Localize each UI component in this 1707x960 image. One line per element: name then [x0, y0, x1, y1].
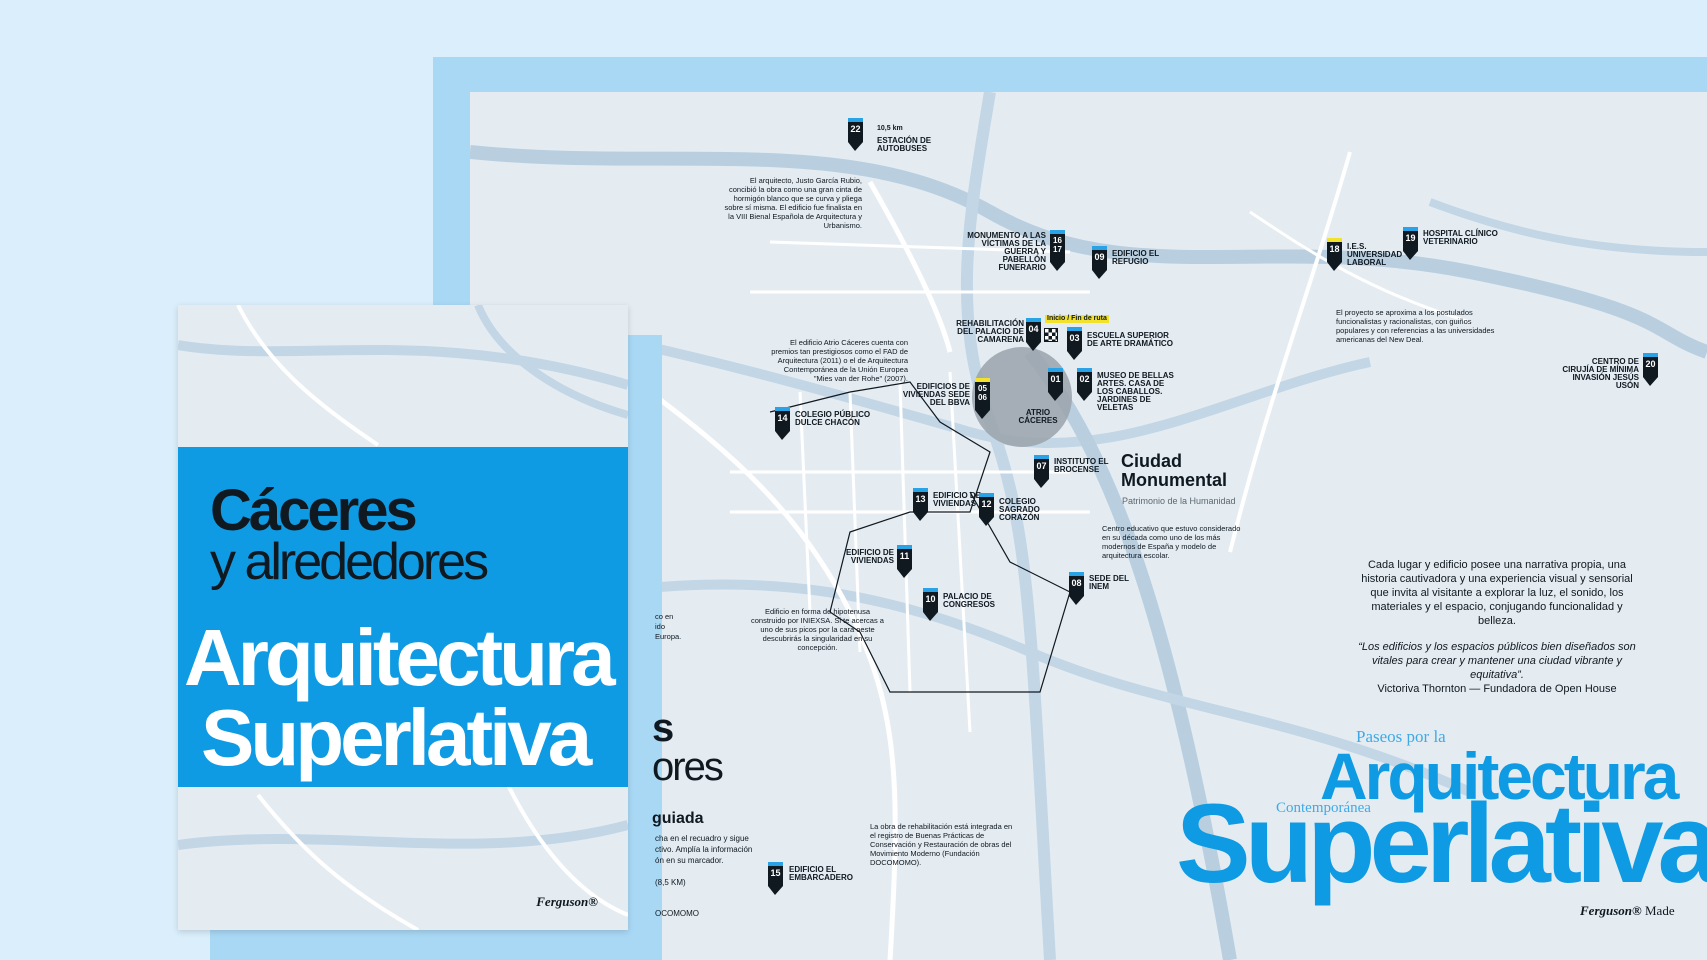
- note-atrio: El edificio Atrio Cáceres cuenta con pre…: [771, 338, 908, 383]
- brand-suffix: Made: [1644, 903, 1675, 918]
- map-pin-16-17[interactable]: 16 17: [1050, 230, 1065, 271]
- pin-number: 05 06: [975, 382, 990, 410]
- pin-number: 02: [1077, 372, 1092, 392]
- poster-tagline: Cada lugar y edificio posee una narrativ…: [1361, 559, 1633, 627]
- pin-label-14: COLEGIO PÚBLICO DULCE CHACÓN: [795, 410, 871, 427]
- cover-title-band: Cáceres y alrededores Arquitectura Super…: [178, 447, 628, 787]
- partial-text: ón en su marcador.: [655, 856, 724, 865]
- partial-text: ido: [655, 622, 666, 631]
- pin-number: 18: [1327, 242, 1342, 262]
- poster-contemporanea: Contemporánea: [1276, 800, 1371, 816]
- cover-title-line2: Superlativa: [201, 693, 592, 782]
- map-pin-07[interactable]: 07: [1034, 455, 1049, 488]
- map-pin-08[interactable]: 08: [1069, 572, 1084, 605]
- note-universidad: El proyecto se aproxima a los postulados…: [1336, 308, 1495, 344]
- pin-number: 08: [1069, 576, 1084, 596]
- map-pin-22[interactable]: 22: [848, 118, 863, 151]
- partial-text: Europa.: [655, 632, 682, 641]
- pin-label-05-06: EDIFICIOS DE VIVIENDAS SEDE DEL BBVA: [902, 382, 970, 407]
- pin-label-12: COLEGIO SAGRADO CORAZÓN: [999, 497, 1040, 522]
- ciudad-monumental-subtitle: Patrimonio de la Humanidad: [1122, 496, 1236, 506]
- pin-number: 03: [1067, 331, 1082, 351]
- cover-brand: Ferguson®: [536, 894, 598, 909]
- pin-number: 20: [1643, 357, 1658, 377]
- poster-quote: “Los edificios y los espacios públicos b…: [1358, 641, 1636, 681]
- poster-title-line1: Arquitectura: [1320, 739, 1679, 813]
- partial-text: (8,5 KM): [655, 878, 686, 887]
- pin-number: 09: [1092, 250, 1107, 270]
- map-pin-01[interactable]: 01: [1048, 368, 1063, 401]
- partial-text: ores: [652, 745, 724, 789]
- map-pin-05-06[interactable]: 05 06: [975, 378, 990, 419]
- distance-label: 10,5 km: [877, 125, 903, 132]
- pin-label-20: CENTRO DE CIRUJÍA DE MÍNIMA INVASIÓN JES…: [1562, 357, 1639, 390]
- map-pin-12[interactable]: 12: [979, 493, 994, 526]
- cover-title-line1: Arquitectura: [184, 613, 616, 702]
- pin-number: 15: [768, 866, 783, 886]
- route-start-label: Inicio / Fin de ruta: [1045, 315, 1109, 323]
- pin-label-04: REHABILITACIÓN DEL PALACIO DE CAMARENA: [956, 319, 1024, 344]
- partial-text: OCOMOMO: [655, 909, 699, 918]
- poster-brand: Ferguson® Made: [1580, 903, 1675, 919]
- map-pin-04[interactable]: 04: [1026, 318, 1041, 351]
- pin-label-02: MUSEO DE BELLAS ARTES. CASA DE LOS CABAL…: [1097, 371, 1174, 412]
- pin-label-01: ATRIO CÁCERES: [1018, 408, 1058, 425]
- pin-label-16-17: MONUMENTO A LAS VÍCTIMAS DE LA GUERRA Y …: [967, 231, 1046, 272]
- map-pin-18[interactable]: 18: [1327, 238, 1342, 271]
- note-brocense: Centro educativo que estuvo considerado …: [1102, 524, 1241, 560]
- ciudad-monumental-title: Ciudad Monumental: [1121, 451, 1227, 490]
- poster-title-line2: Superlativa: [1176, 781, 1707, 906]
- map-pin-02[interactable]: 02: [1077, 368, 1092, 401]
- map-pin-13[interactable]: 13: [913, 488, 928, 521]
- note-garcia-rubio: El arquitecto, Justo García Rubio, conci…: [724, 176, 862, 230]
- guide-cover[interactable]: Cáceres y alrededores Arquitectura Super…: [178, 305, 628, 930]
- note-embarcadero: La obra de rehabilitación está integrada…: [870, 822, 1013, 867]
- finish-flag-icon: [1044, 328, 1058, 342]
- note-congresos: Edificio en forma de hipotenusa construi…: [751, 607, 884, 652]
- pin-label-10: PALACIO DE CONGRESOS: [943, 592, 996, 609]
- pin-number: 10: [923, 592, 938, 612]
- brand-name: Ferguson®: [1580, 903, 1642, 918]
- partial-text: guiada: [652, 810, 704, 827]
- quote-author: Victoriva Thornton — Fundadora de Open H…: [1377, 683, 1617, 695]
- partial-text: cha en el recuadro y sigue: [655, 834, 749, 843]
- pin-label-19: HOSPITAL CLÍNICO VETERINARIO: [1423, 229, 1498, 246]
- cover-city: Cáceres: [210, 478, 418, 543]
- partial-text: co en: [655, 612, 674, 621]
- map-pin-14[interactable]: 14: [775, 407, 790, 440]
- road-network: [470, 92, 1707, 960]
- map-pin-20[interactable]: 20: [1643, 353, 1658, 386]
- partial-text: ctivo. Amplía la información: [655, 845, 753, 854]
- pin-number: 16 17: [1050, 234, 1065, 262]
- pin-number: 11: [897, 549, 912, 569]
- pin-label-13: EDIFICIO DE VIVIENDAS: [933, 491, 982, 508]
- map-pin-19[interactable]: 19: [1403, 227, 1418, 260]
- pin-number: 01: [1048, 372, 1063, 392]
- poster-paseos: Paseos por la: [1356, 727, 1446, 746]
- map-pin-09[interactable]: 09: [1092, 246, 1107, 279]
- city-map[interactable]: [470, 92, 1707, 960]
- map-pin-15[interactable]: 15: [768, 862, 783, 895]
- pin-label-15: EDIFICIO EL EMBARCADERO: [789, 865, 853, 882]
- pin-number: 13: [913, 492, 928, 512]
- pin-number: 12: [979, 497, 994, 517]
- pin-label-18: I.E.S. UNIVERSIDAD LABORAL: [1347, 242, 1403, 267]
- map-pin-03[interactable]: 03: [1067, 327, 1082, 360]
- pin-number: 19: [1403, 231, 1418, 251]
- pin-label-08: SEDE DEL INEM: [1089, 574, 1129, 591]
- pin-label-07: INSTITUTO EL BROCENSE: [1054, 457, 1109, 474]
- pin-label-03: ESCUELA SUPERIOR DE ARTE DRAMÁTICO: [1087, 331, 1173, 348]
- pin-number: 07: [1034, 459, 1049, 479]
- pin-number: 04: [1026, 322, 1041, 342]
- map-pin-11[interactable]: 11: [897, 545, 912, 578]
- pin-label-22: ESTACIÓN DE AUTOBUSES: [877, 136, 932, 153]
- pin-label-09: EDIFICIO EL REFUGIO: [1112, 249, 1159, 266]
- map-pin-10[interactable]: 10: [923, 588, 938, 621]
- pin-number: 14: [775, 411, 790, 431]
- pin-label-11: EDIFICIO DE VIVIENDAS: [846, 548, 895, 565]
- pin-number: 22: [848, 122, 863, 142]
- cover-subtitle: y alrededores: [210, 533, 489, 591]
- partial-text: s: [652, 706, 675, 750]
